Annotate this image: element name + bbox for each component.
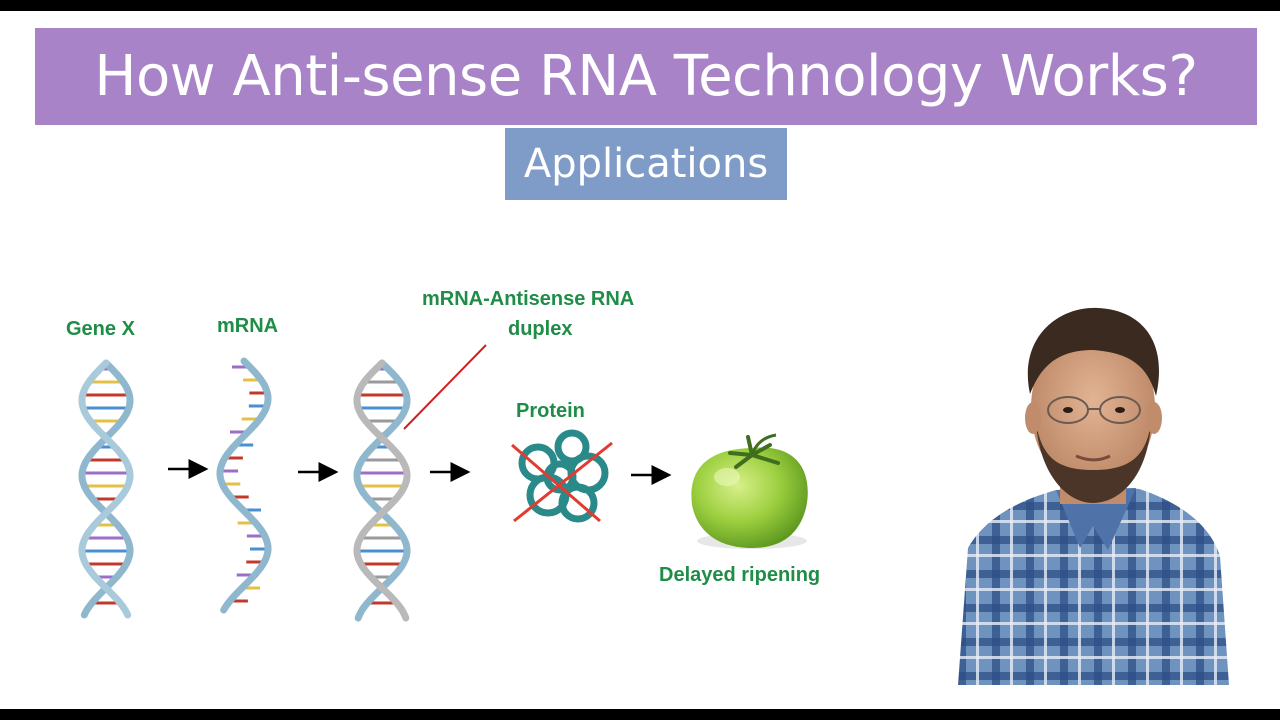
double-helix-icon — [78, 359, 134, 619]
slide-subtitle: Applications — [523, 141, 769, 187]
title-banner: How Anti-sense RNA Technology Works? — [35, 28, 1257, 125]
antisense-diagram — [78, 344, 808, 622]
label-duplex-line1: mRNA-Antisense RNA — [422, 288, 635, 310]
crossed-protein-icon — [511, 429, 613, 523]
single-helix-icon — [216, 357, 272, 614]
slide: How Anti-sense RNA Technology Works? App… — [0, 11, 1280, 709]
slide-title: How Anti-sense RNA Technology Works? — [94, 44, 1198, 109]
label-duplex-line2: duplex — [508, 318, 573, 340]
green-tomato-icon — [691, 433, 808, 549]
duplex-pointer-line — [403, 344, 487, 430]
duplex-helix-icon — [353, 359, 411, 622]
presenter-photo — [958, 298, 1229, 685]
subtitle-banner: Applications — [505, 128, 787, 200]
label-mrna: mRNA — [217, 315, 279, 337]
label-gene-x: Gene X — [66, 318, 135, 340]
label-delayed-ripening: Delayed ripening — [659, 564, 821, 586]
label-protein: Protein — [516, 400, 585, 422]
